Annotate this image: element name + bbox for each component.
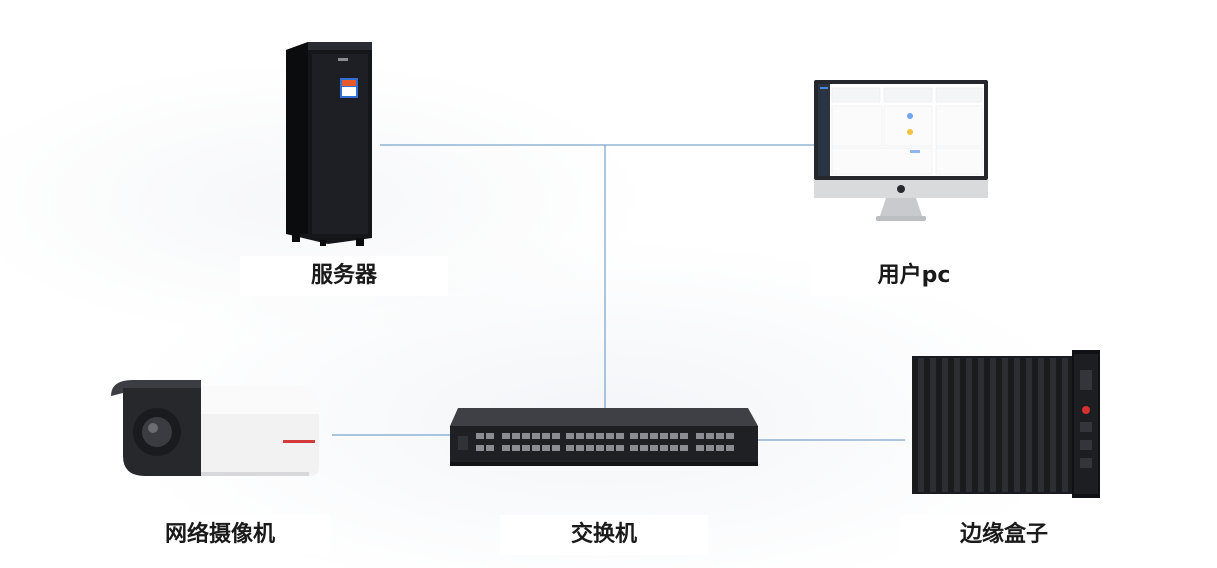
camera-label: 网络摄像机: [110, 515, 330, 555]
user-pc-label: 用户pc: [810, 256, 1018, 296]
server-label: 服务器: [240, 256, 448, 296]
switch-label: 交换机: [500, 515, 708, 555]
camera-icon: [111, 380, 319, 476]
server-rack-icon: [286, 42, 372, 246]
monitor-icon: [814, 80, 988, 221]
network-switch-icon: [450, 408, 758, 466]
edge-box-icon: [912, 350, 1100, 498]
edge-box-label: 边缘盒子: [900, 515, 1108, 555]
